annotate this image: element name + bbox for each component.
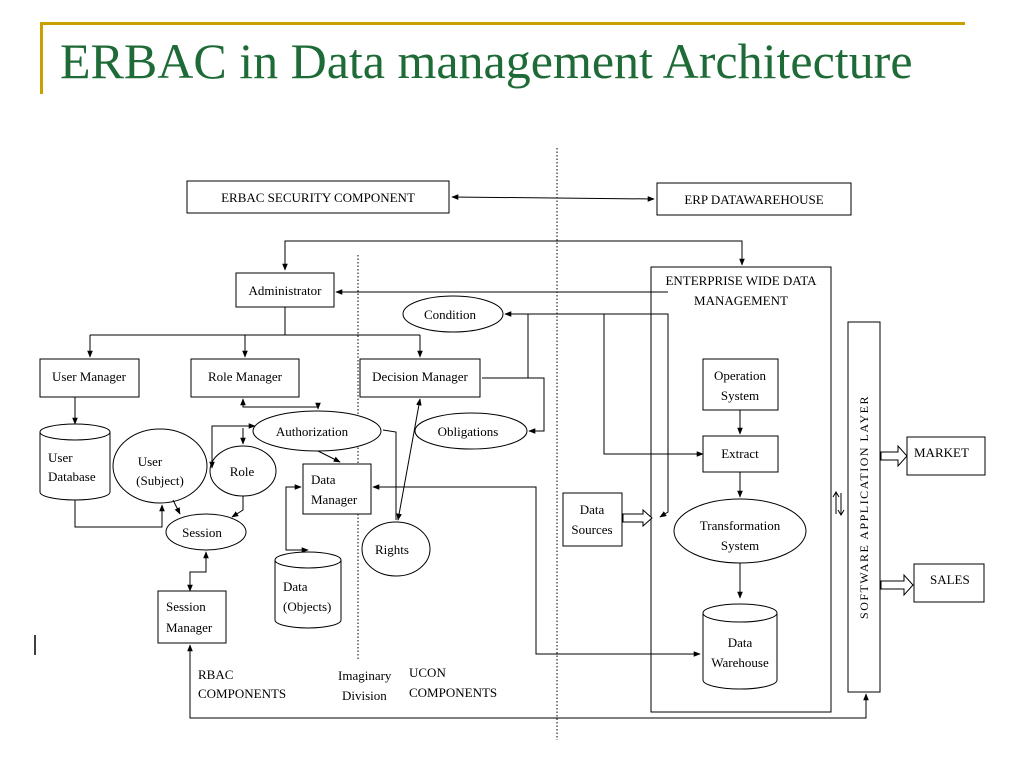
svg-text:MANAGEMENT: MANAGEMENT — [694, 293, 788, 308]
svg-text:Database: Database — [48, 469, 96, 484]
svg-text:Transformation: Transformation — [700, 518, 781, 533]
user-database-cylinder: User Database — [39, 423, 111, 501]
market-box: MARKET — [906, 436, 986, 476]
bottom-loop-connector — [187, 644, 869, 719]
svg-text:Manager: Manager — [311, 492, 358, 507]
authorization-ellipse: Authorization — [252, 410, 382, 452]
svg-text:Sources: Sources — [571, 522, 612, 537]
data-objects-cylinder: Data (Objects) — [274, 551, 342, 629]
admin-enterprise-connector — [282, 240, 745, 271]
decision-manager-box: Decision Manager — [359, 358, 481, 398]
svg-text:User: User — [48, 450, 73, 465]
market-block-arrow — [880, 444, 908, 468]
sales-box: SALES — [913, 563, 985, 603]
sales-block-arrow — [880, 573, 914, 597]
svg-text:Role: Role — [230, 464, 255, 479]
svg-text:Rights: Rights — [375, 542, 409, 557]
svg-text:ERP DATAWAREHOUSE: ERP DATAWAREHOUSE — [684, 192, 823, 207]
session-ellipse: Session — [165, 513, 247, 551]
data-sources-box: Data Sources — [562, 492, 623, 547]
svg-text:Decision Manager: Decision Manager — [372, 369, 468, 384]
data-warehouse-cylinder: Data Warehouse — [702, 603, 778, 690]
svg-text:System: System — [721, 538, 759, 553]
enterprise-wide-data-management-box: ENTERPRISE WIDE DATA MANAGEMENT — [650, 266, 832, 713]
svg-text:Division: Division — [342, 688, 387, 703]
svg-text:Imaginary: Imaginary — [338, 668, 392, 683]
svg-text:Session: Session — [182, 525, 222, 540]
svg-text:SOFTWARE APPLICATION LAYER: SOFTWARE APPLICATION LAYER — [857, 395, 871, 619]
user-manager-box: User Manager — [39, 358, 140, 398]
svg-text:Authorization: Authorization — [276, 424, 349, 439]
svg-text:Operation: Operation — [714, 368, 766, 383]
slide-title: ERBAC in Data management Architecture — [60, 33, 913, 89]
erp-datawarehouse-box: ERP DATAWAREHOUSE — [656, 182, 852, 216]
condition-ellipse: Condition — [402, 295, 504, 333]
software-application-layer-box: SOFTWARE APPLICATION LAYER — [847, 321, 881, 693]
svg-text:Data: Data — [728, 635, 753, 650]
svg-text:Administrator: Administrator — [249, 283, 323, 298]
svg-text:ERBAC SECURITY COMPONENT: ERBAC SECURITY COMPONENT — [221, 190, 415, 205]
administrator-box: Administrator — [235, 272, 335, 308]
svg-text:RBAC: RBAC — [198, 667, 233, 682]
transformation-system-ellipse: Transformation System — [673, 498, 807, 564]
svg-text:Extract: Extract — [721, 446, 759, 461]
svg-text:UCON: UCON — [409, 665, 446, 680]
title-accent-vertical — [40, 22, 43, 94]
data-sources-block-arrow — [622, 508, 653, 528]
svg-text:Manager: Manager — [166, 620, 213, 635]
svg-text:MARKET: MARKET — [914, 445, 969, 460]
svg-text:User: User — [138, 454, 163, 469]
svg-text:COMPONENTS: COMPONENTS — [198, 686, 286, 701]
erbac-security-component-box: ERBAC SECURITY COMPONENT — [186, 180, 450, 214]
svg-text:Data: Data — [311, 472, 336, 487]
svg-text:Warehouse: Warehouse — [711, 655, 769, 670]
svg-text:SALES: SALES — [930, 572, 970, 587]
rights-ellipse: Rights — [361, 521, 431, 577]
extract-box: Extract — [702, 435, 779, 473]
svg-text:ENTERPRISE WIDE DATA: ENTERPRISE WIDE DATA — [665, 273, 817, 288]
operation-system-box: Operation System — [702, 358, 779, 411]
svg-text:Data: Data — [283, 579, 308, 594]
obligations-ellipse: Obligations — [414, 412, 528, 450]
title-accent-horizontal — [40, 22, 965, 25]
svg-text:Data: Data — [580, 502, 605, 517]
svg-text:Condition: Condition — [424, 307, 477, 322]
session-manager-box: Session Manager — [157, 590, 227, 644]
rbac-components-label: RBAC COMPONENTS — [198, 667, 286, 701]
svg-text:Role Manager: Role Manager — [208, 369, 283, 384]
role-ellipse: Role — [209, 445, 277, 497]
enterprise-software-double-arrow — [832, 491, 845, 516]
svg-text:COMPONENTS: COMPONENTS — [409, 685, 497, 700]
erbac-erp-arrow — [451, 194, 655, 202]
svg-text:Obligations: Obligations — [438, 424, 499, 439]
svg-text:Session: Session — [166, 599, 206, 614]
svg-text:(Objects): (Objects) — [283, 599, 331, 614]
svg-text:User Manager: User Manager — [52, 369, 127, 384]
ucon-components-label: UCON COMPONENTS — [409, 665, 497, 700]
svg-text:(Subject): (Subject) — [136, 473, 184, 488]
data-manager-box: Data Manager — [302, 463, 372, 515]
svg-text:System: System — [721, 388, 759, 403]
role-manager-box: Role Manager — [190, 358, 300, 398]
user-subject-ellipse: User (Subject) — [112, 428, 208, 504]
imaginary-division-label: Imaginary Division — [338, 668, 392, 703]
